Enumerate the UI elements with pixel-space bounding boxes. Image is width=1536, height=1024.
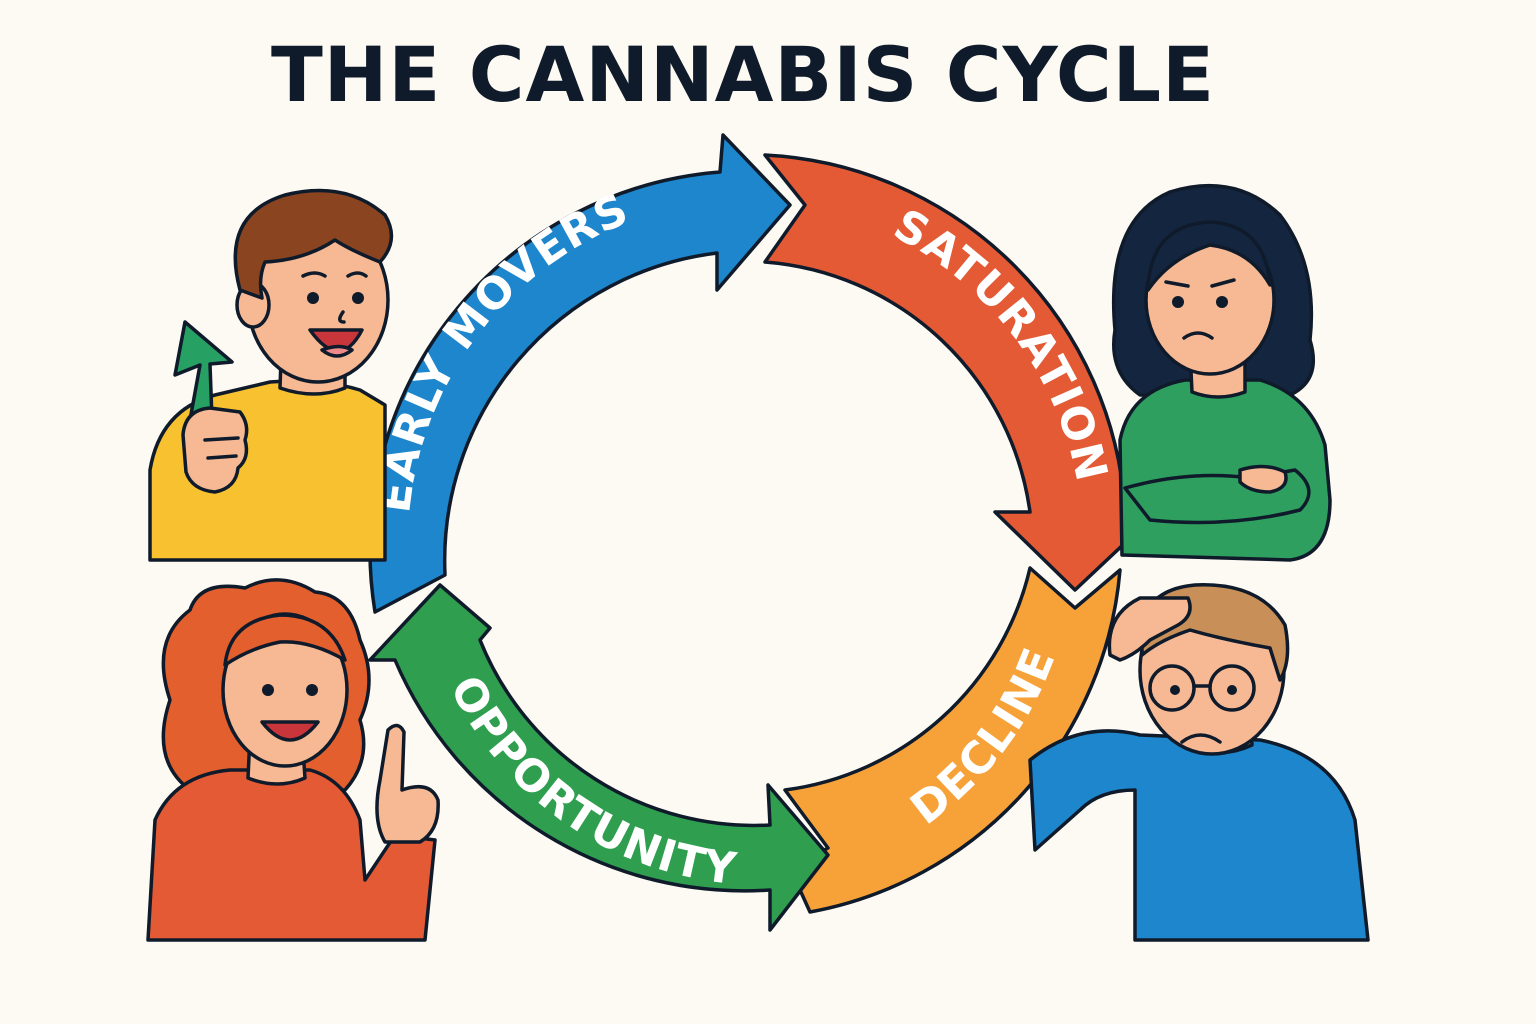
eyebrow [301, 271, 327, 278]
frown [1182, 331, 1214, 340]
raised-hand [181, 406, 249, 494]
person-opportunity [146, 578, 440, 942]
decline-arrow [783, 566, 1122, 914]
page-title: THE CANNABIS CYCLE [270, 30, 1216, 119]
glasses-icon [1148, 664, 1196, 712]
person-early-mover [148, 188, 394, 562]
orange-sweater [146, 768, 437, 942]
raised-finger [375, 723, 440, 844]
hair-fringe [223, 613, 347, 667]
hand [1238, 464, 1288, 494]
eye [306, 684, 318, 696]
nose [338, 310, 346, 324]
eye [1216, 296, 1228, 308]
frown [1180, 733, 1222, 744]
opportunity-arrow [368, 583, 830, 932]
person-decline [1028, 583, 1370, 942]
tongue [320, 344, 354, 358]
hand-on-head [1107, 596, 1192, 662]
eyebrow [1164, 280, 1190, 288]
glasses-icon [1208, 664, 1256, 712]
finger-lines [203, 436, 240, 460]
eye [1172, 296, 1184, 308]
green-sweater [1118, 378, 1332, 562]
cycle-ring [368, 133, 1162, 932]
eye [1170, 685, 1180, 695]
early-movers-arrow [368, 133, 792, 614]
eye [307, 292, 319, 304]
eye [262, 684, 274, 696]
eye [1227, 685, 1237, 695]
hair-fringe [1146, 220, 1272, 292]
eyebrow [346, 271, 368, 278]
open-mouth [260, 720, 320, 742]
blue-shirt [1028, 729, 1370, 942]
saturation-arrow [763, 153, 1162, 592]
eye [352, 292, 364, 304]
eyebrow [1210, 278, 1236, 288]
person-saturation [1111, 183, 1332, 562]
hair [233, 188, 394, 300]
